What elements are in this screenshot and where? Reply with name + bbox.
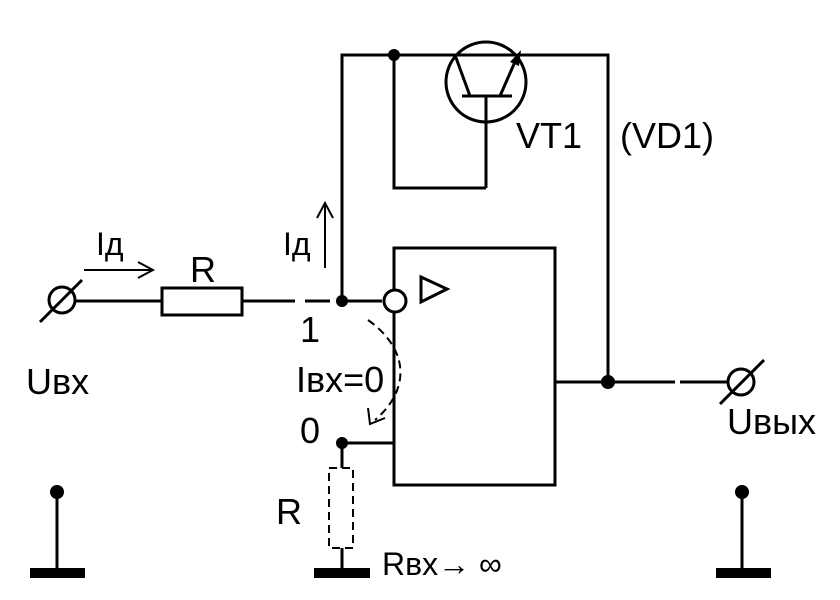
label-current-left: Iд xyxy=(96,226,124,262)
label-output-voltage: Uвых xyxy=(727,401,816,442)
label-input-resistance: Rвх→ ∞ xyxy=(382,546,502,582)
dashed-resistor xyxy=(328,467,354,549)
label-input-current: Iвх=0 xyxy=(296,359,384,400)
label-input-voltage: Uвх xyxy=(26,361,89,402)
label-current-mid: Iд xyxy=(283,226,311,262)
label-resistor-top: R xyxy=(190,249,216,290)
resistor-top xyxy=(160,286,244,317)
feedback-wire-left xyxy=(340,53,610,382)
output-terminal xyxy=(718,358,766,406)
current-arrow-left-icon xyxy=(84,261,156,279)
top-junction-dot xyxy=(388,49,400,61)
ground-right xyxy=(716,485,771,578)
transistor-loop-wire xyxy=(392,55,486,190)
inverting-input-circle xyxy=(382,288,408,314)
ground-left xyxy=(30,485,85,578)
output-junction-dot xyxy=(601,375,615,389)
label-diode-alt: (VD1) xyxy=(620,115,714,156)
label-resistor-bottom: R xyxy=(276,491,302,532)
current-arrow-up-icon xyxy=(316,200,334,268)
label-node-1: 1 xyxy=(300,309,320,350)
transistor-vt1 xyxy=(444,40,528,188)
opamp-triangle-icon xyxy=(419,274,451,305)
label-node-0: 0 xyxy=(300,410,320,451)
opamp-body xyxy=(392,246,557,487)
input-current-dashed-arrow-icon xyxy=(367,319,402,426)
label-transistor: VT1 xyxy=(516,115,582,156)
